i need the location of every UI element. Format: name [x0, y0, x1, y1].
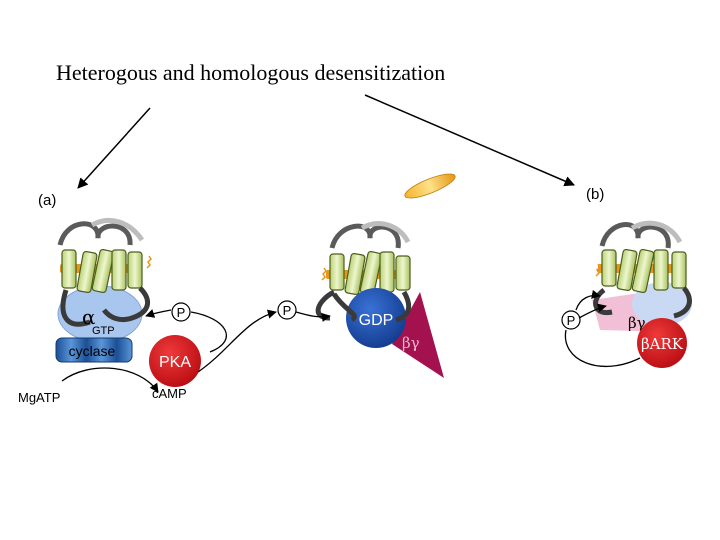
- bark-label: βARK: [641, 335, 684, 353]
- ligand-icon: [404, 173, 456, 199]
- phosphate-b-label: P: [567, 313, 576, 328]
- phosphate-mid: [277, 300, 297, 320]
- beta-gamma-mid-label: βγ: [402, 334, 420, 352]
- pka-to-receptor-arrow: [197, 309, 277, 373]
- receptor-loops-mid: [329, 223, 401, 249]
- cyclase-label: cyclase: [69, 343, 116, 359]
- beta-gamma-subunit-mid: [392, 292, 444, 378]
- gdp-label: GDP: [359, 312, 394, 329]
- intracellular-loops-b: [593, 286, 692, 319]
- mgatp-label: MgATP: [18, 390, 60, 405]
- arrow-to-panel-a: [77, 107, 151, 189]
- pka-icon: [149, 335, 201, 387]
- arrow-to-panel-b: [364, 94, 575, 187]
- panel-a-label: (a): [38, 192, 56, 209]
- receptor-helices-mid: [329, 250, 411, 296]
- receptor-loop-shadow-b: [630, 220, 683, 244]
- phosphate-b: [561, 310, 581, 330]
- atp-to-camp-arrow: [61, 367, 159, 393]
- phosphate-a: [171, 302, 191, 322]
- cyclase-icon: [55, 337, 133, 363]
- phosphate-mid-label: P: [283, 303, 292, 318]
- receptor-helices-a: [61, 248, 143, 294]
- pka-label: PKA: [159, 354, 191, 371]
- gtp-label: GTP: [92, 325, 115, 337]
- camp-label: cAMP: [152, 386, 187, 401]
- bark-to-p-curve: [564, 329, 641, 368]
- panel-b-label: (b): [586, 186, 604, 203]
- receptor-helices-b: [601, 248, 687, 294]
- alpha-label: α: [82, 305, 96, 329]
- receptor-loops-b: [599, 222, 671, 249]
- lipid-anchor-mid: [321, 267, 327, 281]
- panel-a: (a) α GTP P: [18, 192, 277, 405]
- phosphate-a-label: P: [177, 305, 186, 320]
- panel-b: (b) βγ βARK P: [561, 186, 692, 368]
- lipid-anchor-b: [595, 263, 601, 277]
- phospho-arrow-b2: [578, 303, 607, 319]
- receptor-loops-a: [57, 221, 133, 246]
- panel-middle: GDP βγ P: [277, 221, 444, 378]
- beta-gamma-b-label: βγ: [628, 314, 646, 332]
- slide-title: Heterogous and homologous desensitizatio…: [56, 60, 446, 85]
- intracellular-loops-a: [60, 286, 150, 327]
- pka-to-p-curve: [190, 311, 227, 353]
- receptor-loop-shadow-mid: [360, 221, 411, 244]
- phospho-arrow-mid: [295, 311, 331, 322]
- phospho-arrow-b: [575, 289, 601, 311]
- gdp-alpha-subunit: [346, 288, 406, 348]
- bark-icon: [637, 318, 687, 368]
- lipid-anchor-a: [146, 255, 152, 269]
- receptor-loop-shadow-a: [90, 218, 145, 242]
- phospho-arrow-a: [145, 309, 172, 318]
